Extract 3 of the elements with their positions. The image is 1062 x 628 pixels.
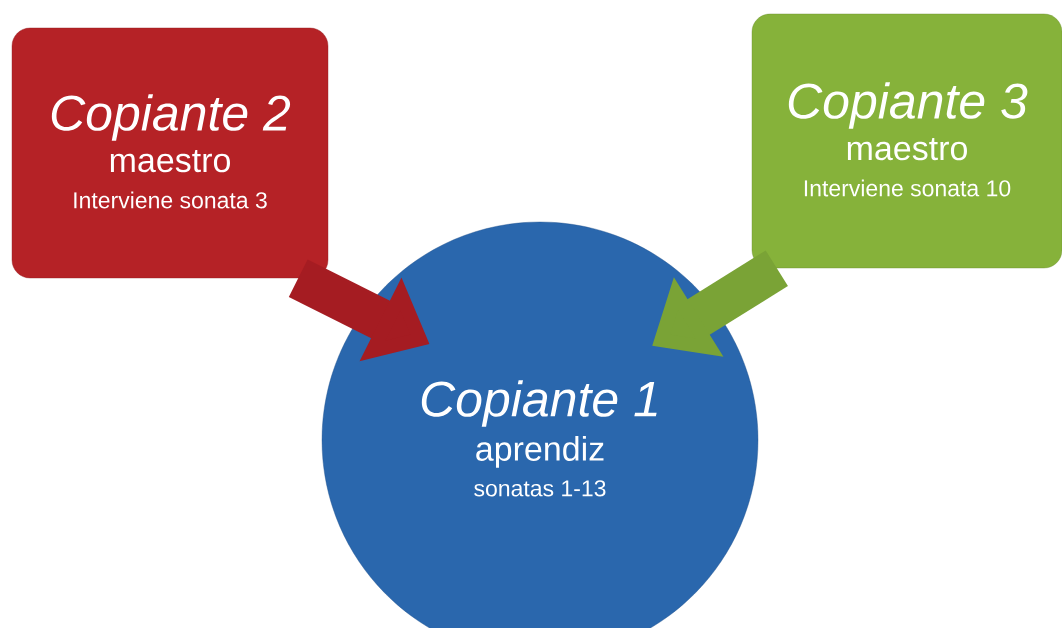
process-box: Copiante 2 maestro Interviene sonata 3: [11, 27, 329, 279]
process-box: Copiante 3 maestro Interviene sonata 10: [751, 13, 1062, 269]
circle-node: Copiante 1 aprendiz sonatas 1-13: [321, 221, 759, 628]
